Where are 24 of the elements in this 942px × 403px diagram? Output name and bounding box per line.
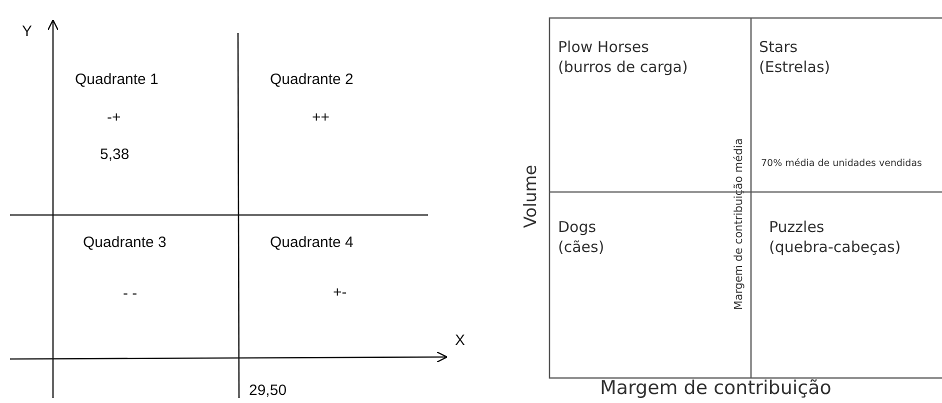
axis-label: Volume <box>523 164 540 228</box>
note-text: 70% média de unidades vendidas <box>761 158 922 170</box>
axis-label: Y <box>22 24 32 39</box>
value-label: 5,38 <box>100 147 130 162</box>
value-label: 29,50 <box>249 383 287 398</box>
axis-label: Margem de contribuição <box>600 379 832 398</box>
quadrant-subtitle: (quebra-cabeças) <box>769 238 901 256</box>
sign-label: -+ <box>107 110 121 125</box>
quadrant-label: Quadrante 1 <box>75 72 158 87</box>
quadrant-title: Plow Horses <box>558 38 649 56</box>
quadrant-title: Stars <box>759 38 798 56</box>
quadrant-title: Puzzles <box>769 218 824 236</box>
sign-label: ++ <box>312 110 330 125</box>
quadrant-label: Quadrante 3 <box>83 235 166 250</box>
quadrant-subtitle: (Estrelas) <box>759 58 830 76</box>
axis-label: Margem de contribuição média <box>733 138 744 310</box>
quadrant-subtitle: (burros de carga) <box>558 58 688 76</box>
quadrant-label: Quadrante 2 <box>270 72 354 87</box>
quadrant-label: Quadrante 4 <box>270 235 354 250</box>
quadrant-subtitle: (cães) <box>558 238 604 256</box>
axis-label: X <box>455 333 466 348</box>
sign-label: +- <box>333 285 347 300</box>
quadrant-title: Dogs <box>558 218 596 236</box>
sign-label: - - <box>123 286 138 301</box>
